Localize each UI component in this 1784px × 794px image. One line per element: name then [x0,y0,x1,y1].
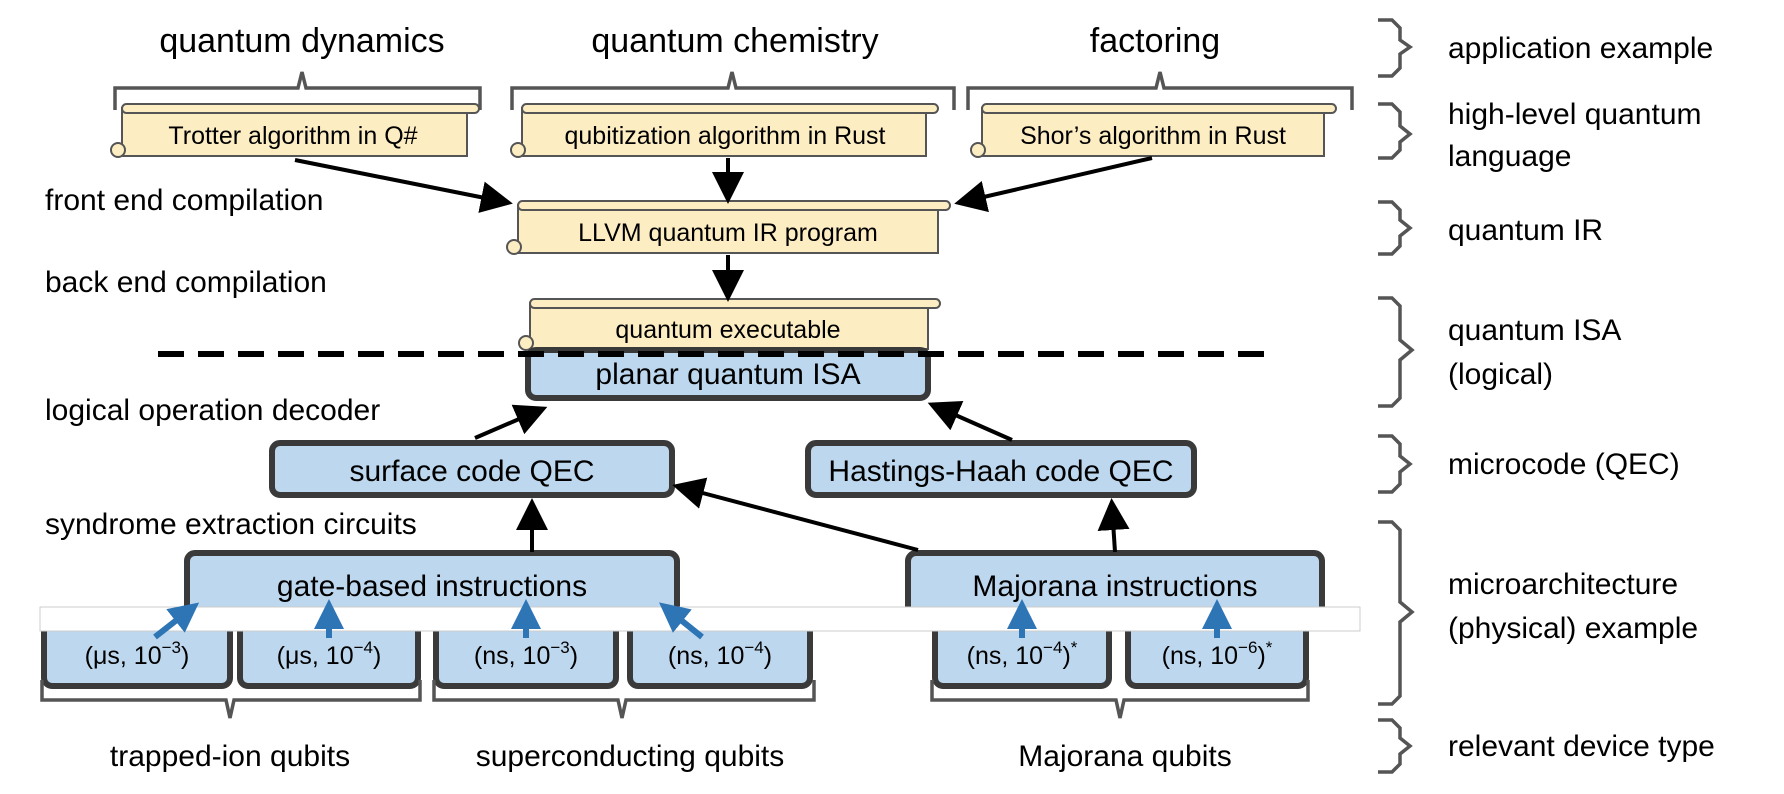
brace-majorana [930,680,1310,719]
scroll-qubitization: qubitization algorithm in Rust [510,103,939,158]
scroll-qubitization-label: qubitization algorithm in Rust [565,122,886,150]
block-surface-code-label: surface code QEC [349,455,594,488]
scroll-executable-label: quantum executable [615,316,840,344]
blue-arrow-1 [153,602,200,640]
arrow-majorana-to-surface [672,477,919,552]
brace-chemistry [510,71,956,110]
arrow-trotter-to-ir [294,158,513,213]
phys-box-6: (ns, 10−6)* [1125,617,1309,689]
layer-brace-language [1378,102,1413,160]
layer-isa-line1: quantum ISA [1448,314,1621,347]
scroll-shor: Shor’s algorithm in Rust [970,103,1337,158]
phys-box-2-text: (μs, 10−4) [277,638,382,670]
arrow-shor-to-ir [954,156,1153,213]
scroll-executable: quantum executable [518,298,941,351]
layer-brace-microcode [1378,434,1413,494]
interface-band [39,606,1361,632]
phys-box-4-text: (ns, 10−4) [668,638,772,670]
phys-box-1: (μs, 10−3) [41,617,233,689]
layer-language-line1: high-level quantum [1448,98,1702,131]
phys-box-3: (ns, 10−3) [433,617,619,689]
phys-box-3-text: (ns, 10−3) [474,638,578,670]
block-hastings-haah: Hastings-Haah code QEC [805,440,1197,498]
block-gate-based-label: gate-based instructions [277,570,587,603]
layer-language-line2: language [1448,140,1571,173]
layer-brace-microarchitecture [1378,520,1415,706]
scroll-llvm: LLVM quantum IR program [506,200,951,255]
phys-box-6-text: (ns, 10−6)* [1162,638,1273,670]
phys-box-4: (ns, 10−4) [627,617,813,689]
blue-arrow-4 [658,602,704,640]
scroll-trotter: Trotter algorithm in Q# [110,103,480,158]
block-surface-code: surface code QEC [269,440,675,498]
phys-box-1-text: (μs, 10−3) [85,638,190,670]
scroll-shor-label: Shor’s algorithm in Rust [1020,122,1286,150]
brace-superconducting [432,680,816,719]
layer-brace-isa [1378,296,1415,408]
block-planar-isa: planar quantum ISA [525,347,931,401]
layer-ir: quantum IR [1448,214,1603,247]
layer-micro-line2: (physical) example [1448,612,1698,645]
layer-brace-application [1378,18,1414,78]
brace-trapped-ion [40,680,422,719]
label-logical-decoder: logical operation decoder [45,394,380,427]
scroll-trotter-label: Trotter algorithm in Q# [168,122,417,150]
label-back-end: back end compilation [45,266,327,299]
layer-microcode: microcode (QEC) [1448,448,1680,481]
layer-micro-line1: microarchitecture [1448,568,1678,601]
brace-factoring [966,71,1354,110]
device-superconducting: superconducting qubits [476,740,785,773]
app-quantum-chemistry: quantum chemistry [591,22,878,60]
arrow-majorana-to-hastings [1097,498,1130,553]
arrow-hastings-to-isa [927,401,1013,442]
device-majorana: Majorana qubits [1018,740,1231,773]
block-hastings-haah-label: Hastings-Haah code QEC [828,455,1173,488]
layer-isa-line2: (logical) [1448,358,1553,391]
app-quantum-dynamics: quantum dynamics [159,22,444,60]
block-planar-isa-label: planar quantum ISA [595,358,860,391]
app-factoring: factoring [1090,22,1220,60]
scroll-llvm-label: LLVM quantum IR program [578,219,878,247]
phys-box-5-text: (ns, 10−4)* [967,638,1078,670]
device-trapped-ion: trapped-ion qubits [110,740,350,773]
layer-brace-ir [1378,200,1413,256]
layer-application: application example [1448,32,1713,65]
layer-device: relevant device type [1448,730,1715,763]
arrow-surface-to-isa [474,404,548,440]
layer-brace-device [1378,718,1413,774]
label-front-end: front end compilation [45,184,324,217]
brace-dynamics [113,71,482,110]
label-syndrome: syndrome extraction circuits [45,508,417,541]
block-majorana-instructions-label: Majorana instructions [972,570,1257,603]
